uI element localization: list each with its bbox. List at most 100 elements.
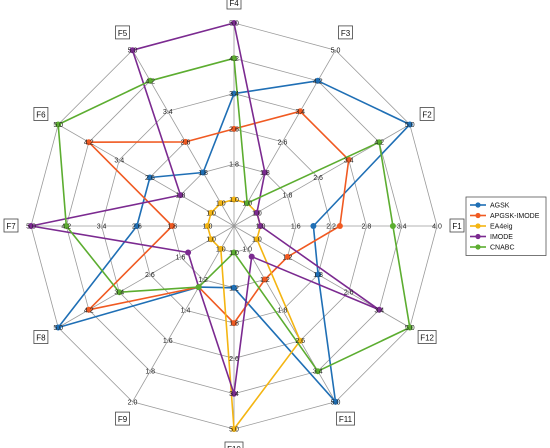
tick-label-f8-0: 1.0 <box>206 237 216 244</box>
axis-label-box <box>226 0 242 10</box>
tick-label-f6-1: 1.8 <box>176 193 186 200</box>
point-cnabc-f2 <box>376 139 383 146</box>
tick-label-f4-5: 5.0 <box>229 21 239 28</box>
axis-label-box <box>419 107 435 121</box>
tick-label-f1-3: 2.8 <box>362 224 372 231</box>
tick-label-f10-3: 2.6 <box>229 356 239 363</box>
axis-label-f12: F12 <box>417 330 437 344</box>
axis-label-text: F1 <box>452 222 462 231</box>
axis-label-f8: F8 <box>33 330 49 344</box>
legend-label: IMODE <box>490 234 513 241</box>
tick-label-f11-5: 5.0 <box>331 399 341 406</box>
tick-label-f6-5: 5.0 <box>53 122 63 129</box>
tick-label-f4-2: 2.6 <box>229 126 239 133</box>
point-apgsk-imode-f12 <box>284 253 291 260</box>
legend-item-cnabc: CNABC <box>470 244 515 252</box>
point-ea4eig-f10 <box>231 426 237 432</box>
tick-label-f2-0: 1.0 <box>252 210 262 217</box>
axis-label-text: F5 <box>118 29 128 38</box>
tick-label-f12-4: 3.4 <box>374 307 384 314</box>
tick-label-f6-3: 3.4 <box>114 157 124 164</box>
point-apgsk-imode-f5 <box>182 138 189 145</box>
axis-label-f3: F3 <box>338 25 353 40</box>
tick-label-f6-4: 4.2 <box>84 140 94 147</box>
tick-label-f7-0: 1.0 <box>203 224 213 231</box>
tick-label-f11-4: 3.4 <box>313 369 323 376</box>
axis-label-text: F10 <box>227 445 241 448</box>
axis-label-text: F8 <box>36 334 46 343</box>
tick-label-f8-5: 5.0 <box>53 325 63 332</box>
point-cnabc-f6 <box>55 121 62 128</box>
point-imode-f3 <box>261 169 268 176</box>
point-agsk-f11 <box>332 398 339 405</box>
axis-label-box <box>224 441 244 448</box>
point-cnabc-f4 <box>231 55 237 62</box>
point-ea4eig-f9 <box>217 245 224 252</box>
tick-label-f2-3: 3.4 <box>344 157 354 164</box>
axis-label-box <box>3 218 19 233</box>
point-cnabc-f10 <box>231 249 237 256</box>
point-imode-f1 <box>257 223 264 229</box>
legend-item-imode: IMODE <box>470 233 513 241</box>
tick-label-f3-4: 4.2 <box>313 78 323 85</box>
radar-tick-labels: 1.01.01.01.01.01.01.01.01.01.01.01.01.61… <box>26 21 442 434</box>
tick-label-f2-4: 4.2 <box>374 140 384 147</box>
tick-label-f5-4: 4.2 <box>145 78 155 85</box>
legend-swatch-marker <box>475 212 481 219</box>
tick-label-f3-5: 5.0 <box>331 48 341 55</box>
point-cnabc-f1 <box>389 223 396 229</box>
legend-label: APGSK-IMODE <box>490 213 540 220</box>
tick-label-f1-1: 1.6 <box>291 224 301 231</box>
tick-label-f9-3: 1.6 <box>163 338 173 345</box>
tick-label-f8-2: 2.6 <box>145 272 155 279</box>
axis-label-box <box>115 411 130 426</box>
tick-label-f5-3: 3.4 <box>163 109 173 116</box>
legend-label: EA4eig <box>490 224 513 231</box>
legend-swatch-marker <box>475 244 481 250</box>
radar-grid <box>30 22 438 430</box>
tick-label-f12-1: 1.2 <box>283 254 293 261</box>
point-ea4eig-f6 <box>208 209 215 216</box>
axis-label-text: F7 <box>6 222 16 231</box>
axis-label-box <box>417 330 437 344</box>
tick-label-f10-0: 1.0 <box>229 250 239 257</box>
tick-label-f10-4: 3.4 <box>229 391 239 398</box>
tick-label-f9-0: 1.0 <box>216 246 226 253</box>
axis-label-f9: F9 <box>115 411 130 426</box>
tick-label-f1-0: 1.0 <box>256 224 266 231</box>
tick-label-f4-4: 4.2 <box>229 56 239 63</box>
axis-label-f11: F11 <box>336 411 355 426</box>
point-agsk-f12 <box>315 271 322 278</box>
point-agsk-f5 <box>200 169 207 176</box>
point-imode-f6 <box>177 192 184 199</box>
tick-label-f10-5: 5.0 <box>229 427 239 434</box>
tick-label-f2-2: 2.6 <box>313 175 323 182</box>
point-agsk-f8 <box>55 324 62 331</box>
axis-label-f1: F1 <box>449 218 465 233</box>
point-agsk-f3 <box>314 77 321 84</box>
tick-label-f10-2: 1.8 <box>229 321 239 328</box>
tick-label-f5-5: 5.0 <box>128 48 138 55</box>
axis-label-f10: F10 <box>224 441 244 448</box>
tick-label-f4-0: 1.0 <box>229 197 239 204</box>
point-agsk-f10 <box>231 284 237 291</box>
point-ea4eig-f11 <box>297 337 304 344</box>
tick-label-f8-1: 1.6 <box>176 254 186 261</box>
tick-label-f5-1: 1.8 <box>198 170 208 177</box>
point-imode-f11 <box>248 253 255 260</box>
tick-label-f11-1: 1.2 <box>260 277 270 284</box>
radar-axis-labels: F1F2F3F4F5F6F7F8F9F10F11F12 <box>3 0 465 448</box>
tick-label-f9-2: 1.4 <box>181 308 191 315</box>
point-apgsk-imode-f1 <box>336 223 343 229</box>
tick-label-f8-3: 3.4 <box>114 290 124 297</box>
tick-label-f5-2: 2.6 <box>181 139 191 146</box>
tick-label-f7-4: 4.2 <box>61 224 71 231</box>
legend-item-apgsk-imode: APGSK-IMODE <box>470 212 540 220</box>
point-imode-f8 <box>185 249 192 256</box>
axis-label-box <box>449 218 465 233</box>
point-apgsk-imode-f3 <box>297 108 304 115</box>
point-ea4eig-f8 <box>208 236 215 243</box>
point-imode-f7 <box>28 223 34 229</box>
tick-label-f11-2: 1.8 <box>278 308 288 315</box>
point-cnabc-f7 <box>63 223 70 229</box>
